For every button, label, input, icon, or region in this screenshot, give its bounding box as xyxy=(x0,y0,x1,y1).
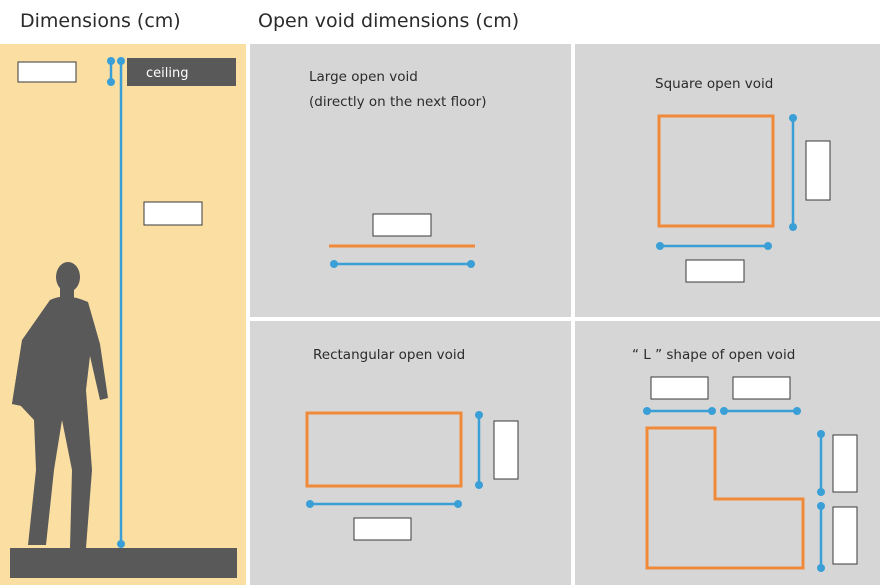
square-void-height-input-box[interactable] xyxy=(805,140,831,201)
square-void-height-dimension xyxy=(789,114,797,231)
l-shape-right-lower-dimension xyxy=(817,502,825,572)
ceiling-label: ceiling xyxy=(146,66,188,81)
large-void-input-box[interactable] xyxy=(372,213,432,237)
l-shape-top-left-input-box[interactable] xyxy=(650,376,709,400)
l-shape-right-upper-input-box[interactable] xyxy=(832,434,858,493)
ceiling-input-box[interactable] xyxy=(17,61,77,83)
rectangular-void-width-input-box[interactable] xyxy=(353,517,412,541)
rectangular-void-title: Rectangular open void xyxy=(313,347,465,363)
height-dimension-line xyxy=(117,57,125,548)
panel-l-shape-open-void xyxy=(575,321,880,585)
square-void-title: Square open void xyxy=(655,76,773,92)
ceiling-bar xyxy=(127,58,236,86)
l-shape-void-outline xyxy=(645,426,805,570)
l-shape-top-left-dimension xyxy=(643,407,716,415)
large-void-title: Large open void xyxy=(309,69,418,85)
rectangular-void-outline xyxy=(305,411,463,488)
dimensions-header: Dimensions (cm) xyxy=(20,10,181,32)
rectangular-void-width-dimension xyxy=(306,500,462,508)
rectangular-void-height-dimension xyxy=(475,411,483,489)
square-void-width-dimension xyxy=(656,242,772,250)
square-void-width-input-box[interactable] xyxy=(685,259,745,283)
large-void-width-dimension xyxy=(330,260,475,268)
l-shape-right-upper-dimension xyxy=(817,430,825,496)
ceiling-thickness-dimension xyxy=(107,57,115,86)
person-silhouette-icon xyxy=(12,262,108,548)
l-shape-top-right-dimension xyxy=(720,407,801,415)
panel-large-open-void xyxy=(250,44,571,317)
height-input-box[interactable] xyxy=(143,201,203,226)
square-void-outline xyxy=(657,114,775,228)
floor-bar xyxy=(10,548,237,578)
large-void-subtitle: (directly on the next floor) xyxy=(309,94,486,110)
open-void-header: Open void dimensions (cm) xyxy=(258,10,520,32)
rectangular-void-height-input-box[interactable] xyxy=(493,420,519,480)
l-shape-top-right-input-box[interactable] xyxy=(732,376,791,400)
l-shape-void-title: “ L ” shape of open void xyxy=(632,347,795,363)
l-shape-right-lower-input-box[interactable] xyxy=(832,506,858,565)
